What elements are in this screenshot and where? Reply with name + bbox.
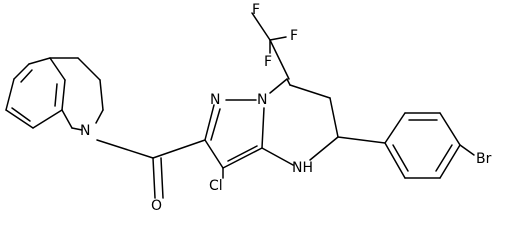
piperidine-ring xyxy=(49,57,104,131)
bromophenyl-ring xyxy=(337,112,475,179)
atom-n-isoquinoline: N xyxy=(80,123,90,139)
bond-n-carbonyl xyxy=(96,139,154,159)
benzo-ring xyxy=(5,57,66,129)
carbonyl-group: O xyxy=(151,139,206,214)
atom-f-1: F xyxy=(252,2,260,18)
atom-cl: Cl xyxy=(209,178,223,194)
pyrazole-ring xyxy=(204,99,265,169)
atom-o: O xyxy=(151,198,162,214)
pyrimidine-ring xyxy=(261,78,339,166)
trifluoromethyl-group: F F F xyxy=(251,2,298,80)
molecule-canvas: N O N N Cl xyxy=(5,2,492,214)
atom-n-pyrazole-2: N xyxy=(257,92,267,108)
atom-f-3: F xyxy=(264,54,272,70)
atom-f-2: F xyxy=(290,28,298,44)
atom-nh: NH xyxy=(292,160,313,176)
chemical-structure-diagram: N O N N Cl xyxy=(5,2,492,214)
atom-n-pyrazole-1: N xyxy=(210,92,220,108)
atom-br: Br xyxy=(476,151,492,167)
